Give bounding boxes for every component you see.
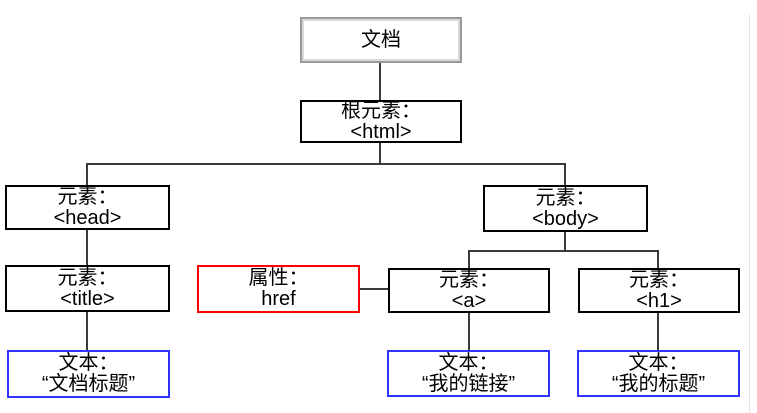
connector-h1-text [657,313,659,351]
node-element-body: 元素： <body> [483,185,648,232]
node-document-label: 文档 [361,28,401,51]
node-html-label: 根元素： [341,99,421,122]
connector-html-children-bar [86,163,566,165]
connector-body-stem [564,232,566,252]
connector-title-text [86,311,88,351]
connector-document-html [379,63,381,101]
connector-drop-body [564,163,566,186]
node-root-element-html: 根元素： <html> [300,100,462,143]
node-text-document-title: 文本： “文档标题” [7,350,170,398]
node-text-my-link: 文本： “我的链接” [387,350,550,397]
node-text-heading-value: “我的标题” [611,372,706,395]
connector-drop-h1 [657,250,659,269]
node-element-a: 元素： <a> [388,268,550,313]
node-a-tag: <a> [451,289,487,312]
connector-head-title [86,230,88,266]
page-edge-divider [749,14,750,413]
node-text-my-heading: 文本： “我的标题” [577,350,740,397]
node-text-link-label: 文本： [438,351,499,374]
connector-drop-head [86,163,88,186]
node-head-label: 元素： [57,185,118,208]
node-attribute-href: 属性： href [197,265,360,313]
node-text-title-value: “文档标题” [41,373,136,395]
connector-attribute-a [360,288,388,290]
connector-html-stem [379,143,381,165]
node-element-title: 元素： <title> [5,265,170,312]
node-element-head: 元素： <head> [5,185,170,230]
node-body-label: 元素： [535,186,596,209]
node-a-label: 元素： [439,268,499,291]
node-html-tag: <html> [350,120,412,143]
node-head-tag: <head> [53,206,122,229]
node-text-link-value: “我的链接” [421,372,516,395]
node-h1-tag: <h1> [636,289,682,312]
node-document: 文档 [300,17,462,63]
connector-a-text [468,313,470,351]
node-h1-label: 元素： [629,268,689,291]
node-text-heading-label: 文本： [628,351,689,374]
node-element-h1: 元素： <h1> [578,268,740,313]
connector-drop-a [468,250,470,269]
node-body-tag: <body> [532,207,599,230]
node-text-title-label: 文本： [58,352,119,374]
node-title-tag: <title> [60,287,115,310]
connector-body-children-bar [468,250,659,252]
node-title-label: 元素： [57,266,118,289]
node-attr-value: href [261,288,296,310]
node-attr-label: 属性： [248,267,309,289]
